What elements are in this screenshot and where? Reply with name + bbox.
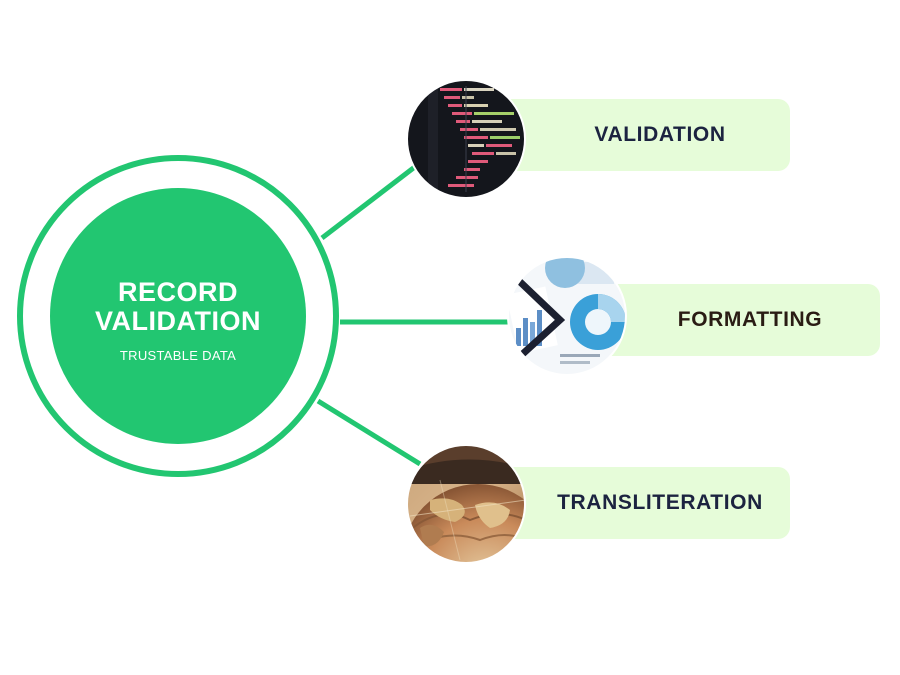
center-title: RECORD VALIDATION — [58, 278, 298, 336]
connector-transliteration — [316, 398, 422, 467]
center-title-line2: VALIDATION — [95, 306, 261, 336]
code-screen-photo — [407, 80, 525, 198]
center-title-line1: RECORD — [117, 277, 238, 307]
node-label-validation: VALIDATION — [594, 123, 726, 146]
node-label-formatting: FORMATTING — [677, 308, 823, 331]
center-subtitle: TRUSTABLE DATA — [119, 348, 237, 363]
center-circle — [50, 188, 306, 444]
node-pill-transliteration — [478, 467, 790, 539]
node-pill-validation — [478, 99, 790, 171]
node-pill-formatting — [568, 284, 880, 356]
connector-validation — [320, 164, 418, 240]
charts-report-photo — [508, 257, 626, 375]
node-label-transliteration: TRANSLITERATION — [557, 491, 763, 514]
